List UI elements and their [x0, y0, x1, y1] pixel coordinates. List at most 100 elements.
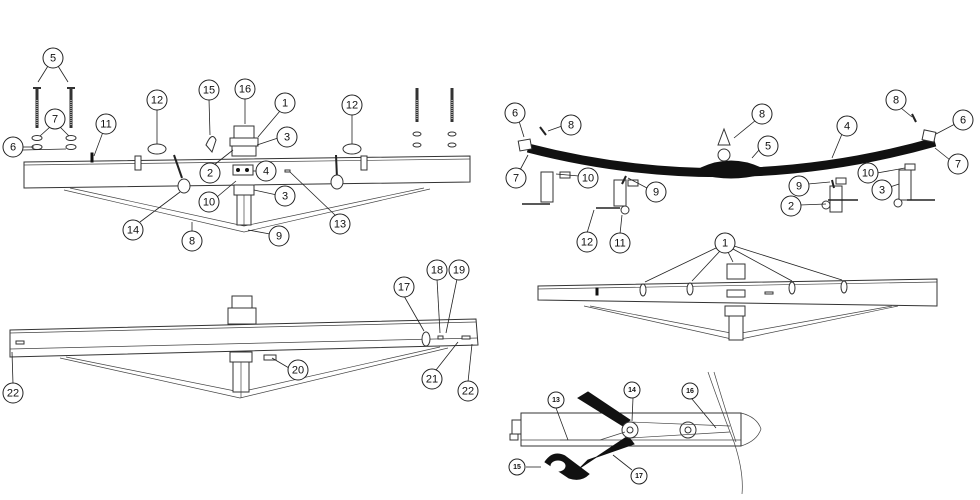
callout-circle: [577, 167, 599, 189]
callout-circle: [274, 185, 296, 207]
f1-tensioners: [173, 154, 344, 194]
callout-f2-21: 21: [421, 368, 443, 390]
f2-v-rail: [59, 347, 449, 399]
callout-f1-3a: 3: [276, 126, 298, 148]
callout-circle: [630, 467, 648, 485]
callout-number: 9: [653, 187, 659, 199]
callout-number: 12: [346, 100, 358, 112]
callout-f2-22a: 22: [2, 382, 24, 404]
callout-number: 1: [722, 238, 728, 250]
callout-f1-6: 6: [2, 136, 24, 158]
callout-number: 14: [628, 387, 636, 394]
f3-nuts: [559, 163, 916, 215]
f5-tube-end: [740, 412, 762, 447]
callout-number: 3: [282, 191, 288, 203]
callout-number: 2: [207, 168, 213, 180]
callout-circle: [576, 231, 598, 253]
callout-f5-14: 14: [623, 381, 641, 399]
callout-number: 19: [453, 265, 465, 277]
callout-number: 6: [960, 115, 966, 127]
callout-f2-18: 18: [426, 259, 448, 281]
callout-f2-20: 20: [287, 359, 309, 381]
callout-circle: [947, 153, 969, 175]
f1-bar-top-edge: [23, 158, 471, 166]
callout-number: 22: [7, 388, 19, 400]
callout-circle: [421, 368, 443, 390]
f4-clips: [639, 280, 848, 297]
callout-number: 9: [796, 181, 802, 193]
f5-strap-upper: [577, 391, 631, 427]
callout-circle: [198, 191, 220, 213]
callout-circle: [122, 219, 144, 241]
callout-number: 7: [52, 114, 58, 126]
callout-f1-12a: 12: [146, 89, 168, 111]
callout-number: 11: [614, 238, 625, 250]
callout-f3-6b: 6: [952, 109, 974, 131]
callout-circle: [560, 114, 582, 136]
figure-2-side-view: [9, 278, 479, 399]
callout-f1-13: 13: [329, 213, 351, 235]
callout-f1-3b: 3: [274, 185, 296, 207]
callout-f3-2: 2: [780, 195, 802, 217]
f3-center-mount: [700, 160, 762, 179]
callout-number: 17: [635, 473, 643, 480]
callout-f2-19: 19: [448, 259, 470, 281]
callout-circle: [788, 175, 810, 197]
callout-circle: [198, 79, 220, 101]
callout-number: 7: [955, 159, 961, 171]
callout-f1-16: 16: [234, 78, 256, 100]
callout-number: 13: [552, 397, 560, 404]
callout-number: 18: [431, 265, 443, 277]
callout-number: 20: [292, 365, 304, 377]
callout-circle: [547, 391, 565, 409]
callout-number: 14: [127, 225, 139, 237]
callout-number: 21: [426, 374, 438, 386]
callout-f3-12: 12: [576, 231, 598, 253]
callout-circle: [645, 181, 667, 203]
callout-circle: [95, 113, 117, 135]
callout-circle: [508, 458, 526, 476]
callout-f3-8c: 8: [885, 89, 907, 111]
callout-circle: [681, 382, 699, 400]
callout-f1-11: 11: [95, 113, 117, 135]
callout-f1-9: 9: [268, 225, 290, 247]
callout-number: 12: [151, 95, 163, 107]
callout-number: 4: [844, 121, 850, 133]
callout-circle: [448, 259, 470, 281]
callout-number: 10: [203, 197, 215, 209]
callout-f3-11: 11: [609, 232, 631, 254]
callout-circle: [505, 167, 527, 189]
callout-f3-7a: 7: [505, 167, 527, 189]
callout-f3-8b: 8: [751, 103, 773, 125]
f2-leaders: [11, 278, 473, 385]
callout-f3-7b: 7: [947, 153, 969, 175]
f2-end-slot-left: [15, 340, 25, 345]
callout-f1-10: 10: [198, 191, 220, 213]
callout-number: 17: [398, 282, 410, 294]
callout-number: 10: [582, 173, 594, 185]
callout-number: 11: [100, 119, 111, 131]
f3-shackle: [717, 127, 731, 146]
callout-circle: [274, 92, 296, 114]
callout-circle: [276, 126, 298, 148]
callout-number: 5: [765, 141, 771, 153]
f1-center-plate: [232, 164, 254, 176]
callout-number: 10: [862, 168, 874, 180]
callout-number: 6: [10, 142, 16, 154]
callout-circle: [341, 94, 363, 116]
f4-top-cap: [726, 263, 746, 280]
f2-bar: [9, 318, 479, 358]
callout-number: 4: [263, 166, 269, 178]
callout-f3-6a: 6: [504, 102, 526, 124]
callout-circle: [714, 232, 736, 254]
f1-marker: [90, 152, 94, 163]
callout-number: 5: [50, 53, 56, 65]
callout-f1-14: 14: [122, 219, 144, 241]
callout-number: 8: [568, 120, 574, 132]
callout-f1-4: 4: [255, 160, 277, 182]
callout-circle: [623, 381, 641, 399]
callout-number: 12: [581, 237, 593, 249]
callout-circle: [780, 195, 802, 217]
f2-grommet: [421, 331, 431, 347]
